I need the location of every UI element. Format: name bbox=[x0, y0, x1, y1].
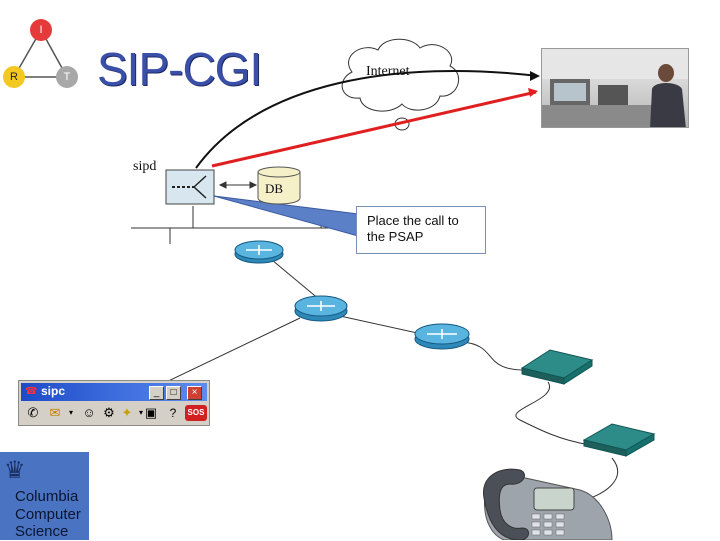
media-link bbox=[211, 90, 537, 168]
callout-text: Place the call to the PSAP bbox=[367, 213, 459, 244]
help-icon[interactable]: ? bbox=[169, 406, 177, 420]
tv-icon[interactable]: ▣ bbox=[144, 405, 158, 420]
triangle-node-t: T bbox=[56, 66, 78, 88]
window-title: sipc bbox=[41, 384, 66, 398]
triangle-node-r: R bbox=[3, 66, 25, 88]
phone-handset-icon[interactable]: ✆ bbox=[27, 405, 39, 420]
close-button[interactable]: × bbox=[187, 386, 202, 400]
operator-photo bbox=[541, 48, 689, 128]
crown-icon: ♛ bbox=[4, 457, 26, 484]
sipd-label: sipd bbox=[133, 159, 157, 174]
signaling-arrowhead bbox=[530, 71, 540, 81]
router-icon bbox=[414, 323, 470, 350]
logo-line-1: Columbia bbox=[15, 488, 79, 505]
cloud-icon bbox=[341, 38, 460, 131]
triangle-node-i: I bbox=[30, 19, 52, 41]
app-icon: ☎ bbox=[25, 386, 38, 397]
phone-icon bbox=[483, 468, 613, 540]
sipc-window[interactable]: ☎ sipc _ □ × ✆ ✉ ▾ ☺ ⚙ ✦ ▾ ▣ ? SOS bbox=[18, 380, 210, 426]
dropdown-arrow-icon[interactable]: ▾ bbox=[138, 408, 143, 417]
database-icon bbox=[257, 166, 301, 205]
db-label: DB bbox=[265, 181, 284, 196]
gateway-icon bbox=[520, 349, 594, 385]
buddies-icon[interactable]: ☺ bbox=[82, 405, 96, 420]
sip-signaling-curve bbox=[195, 69, 539, 169]
gateway-icon bbox=[582, 423, 656, 457]
dropdown-arrow-icon[interactable]: ▾ bbox=[68, 408, 73, 417]
window-titlebar[interactable]: ☎ sipc _ □ × bbox=[21, 383, 207, 401]
settings-icon[interactable]: ⚙ bbox=[103, 405, 115, 420]
server-icon bbox=[165, 169, 215, 205]
media-arrowhead bbox=[528, 88, 538, 97]
lightbulb-icon[interactable]: ✦ bbox=[121, 405, 133, 420]
office-scene bbox=[542, 49, 688, 127]
minimize-button[interactable]: _ bbox=[149, 386, 164, 400]
maximize-button[interactable]: □ bbox=[166, 386, 181, 400]
internet-label: Internet bbox=[366, 64, 410, 79]
router-icon bbox=[234, 240, 284, 264]
logo-line-3: Science bbox=[15, 523, 69, 540]
columbia-logo: ♛ Columbia Computer Science bbox=[0, 452, 89, 540]
page-title: SIP-CGI bbox=[97, 43, 262, 95]
callout-box: Place the call to the PSAP bbox=[356, 206, 486, 254]
sipd-db-arrow bbox=[218, 181, 258, 189]
router-icon bbox=[294, 295, 348, 322]
sos-button[interactable]: SOS bbox=[185, 405, 207, 421]
logo-line-2: Computer bbox=[15, 506, 81, 523]
contacts-icon[interactable]: ✉ bbox=[49, 405, 61, 420]
